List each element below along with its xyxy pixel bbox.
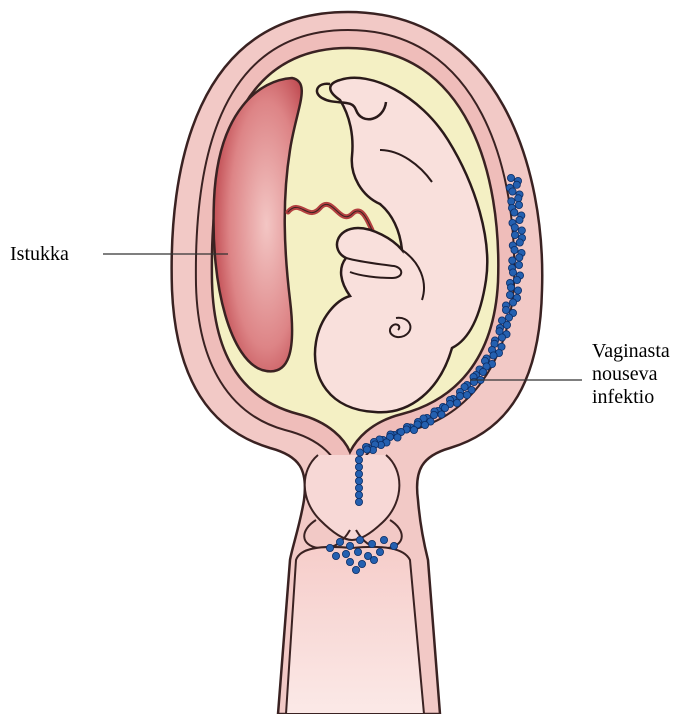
bacterium xyxy=(479,368,486,375)
bacterium xyxy=(355,456,362,463)
placenta-label: Istukka xyxy=(10,243,69,266)
infection-label: Vaginasta nouseva infektio xyxy=(592,340,670,409)
bacterium xyxy=(508,198,515,205)
bacterium xyxy=(511,246,518,253)
bacterium xyxy=(509,299,516,306)
bacterium xyxy=(515,195,522,202)
bacterium xyxy=(516,216,523,223)
bacterium xyxy=(509,269,516,276)
bacterium xyxy=(514,287,521,294)
bacterium xyxy=(430,411,437,418)
bacterium xyxy=(356,449,363,456)
bacterium xyxy=(515,201,522,208)
bacterium xyxy=(342,550,349,557)
bacterium xyxy=(511,231,518,238)
infection-label-line-2: nouseva xyxy=(592,363,670,386)
bacterium xyxy=(456,392,463,399)
bacterium xyxy=(355,484,362,491)
bacterium xyxy=(513,181,520,188)
infection-label-line-3: infektio xyxy=(592,386,670,409)
bacterium xyxy=(355,463,362,470)
bacterium xyxy=(503,321,510,328)
bacterium xyxy=(490,352,497,359)
bacterium xyxy=(507,284,514,291)
bacterium xyxy=(453,399,460,406)
bacterium xyxy=(368,540,375,547)
bacterium xyxy=(410,426,417,433)
bacterium xyxy=(421,421,428,428)
bacterium xyxy=(511,209,518,216)
bacterium xyxy=(354,548,361,555)
bacterium xyxy=(516,254,523,261)
bacterium xyxy=(502,306,509,313)
bacterium xyxy=(438,411,445,418)
bacterium xyxy=(355,477,362,484)
bacterium xyxy=(516,239,523,246)
bacterium xyxy=(370,556,377,563)
bacterium xyxy=(513,276,520,283)
bacterium xyxy=(346,542,353,549)
bacterium xyxy=(336,538,343,545)
bacterium xyxy=(509,257,516,264)
bacterium xyxy=(515,261,522,268)
bacterium xyxy=(507,174,514,181)
bacterium xyxy=(463,391,470,398)
bacterium xyxy=(506,291,513,298)
bacterium xyxy=(355,470,362,477)
bacterium xyxy=(376,548,383,555)
bacterium xyxy=(332,552,339,559)
bacterium xyxy=(326,544,333,551)
bacterium xyxy=(518,227,525,234)
bacterium xyxy=(441,404,448,411)
bacterium xyxy=(356,536,363,543)
bacterium xyxy=(355,491,362,498)
bacterium xyxy=(363,446,370,453)
bacterium xyxy=(509,188,516,195)
infection-label-line-1: Vaginasta xyxy=(592,340,670,363)
bacterium xyxy=(380,536,387,543)
bacterium xyxy=(505,314,512,321)
bacterium xyxy=(498,334,505,341)
bacterium xyxy=(352,566,359,573)
bacterium xyxy=(511,224,518,231)
bacterium xyxy=(358,560,365,567)
bacterium xyxy=(390,542,397,549)
bacterium xyxy=(346,558,353,565)
bacterium xyxy=(355,498,362,505)
bacterium xyxy=(394,434,401,441)
